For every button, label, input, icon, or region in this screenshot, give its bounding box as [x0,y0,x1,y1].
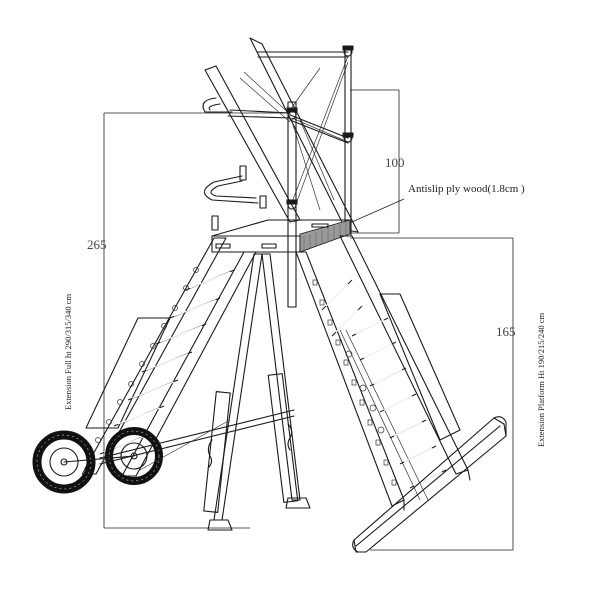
support-leg-right [261,253,301,501]
front-side-panel [85,317,171,429]
dim-265-label: 265 [87,237,107,252]
rear-side-panel [379,293,461,441]
rear-stringer-inner [295,251,405,507]
handle-loop-upper [202,97,233,113]
wheel-axle [63,455,135,463]
platform [211,219,351,253]
front-stringer-outer [81,237,227,475]
wheels [32,427,163,494]
extension-full-label: Extension Full ht 290/315/340 cm [63,293,73,410]
extension-platform-label: Extension Platform Ht 190/215/240 cm [536,313,546,447]
rear-stringer-outer [339,235,469,475]
foot-right [285,497,311,509]
antislip-label: Antislip ply wood(1.8cm ) [408,183,525,195]
rear-treads [321,279,447,489]
wheel-left [32,430,96,494]
antislip-plate [299,219,351,253]
support-legs [99,253,311,531]
front-treads [99,269,235,455]
base-skid [352,416,507,553]
guard-rail-upright-right [249,37,359,233]
front-stringer-inner [121,251,257,477]
dim-165-label: 165 [496,324,516,339]
handle-loop-lower [203,175,259,204]
locking-pin-right [287,423,293,451]
front-stair-flight [81,237,257,477]
dim-100-label: 100 [385,155,405,170]
cross-brace [99,409,295,459]
rear-stair-flight [295,235,469,507]
locking-pin-left [207,439,213,469]
foot-left [207,519,233,531]
handrail-assembly [202,37,359,308]
